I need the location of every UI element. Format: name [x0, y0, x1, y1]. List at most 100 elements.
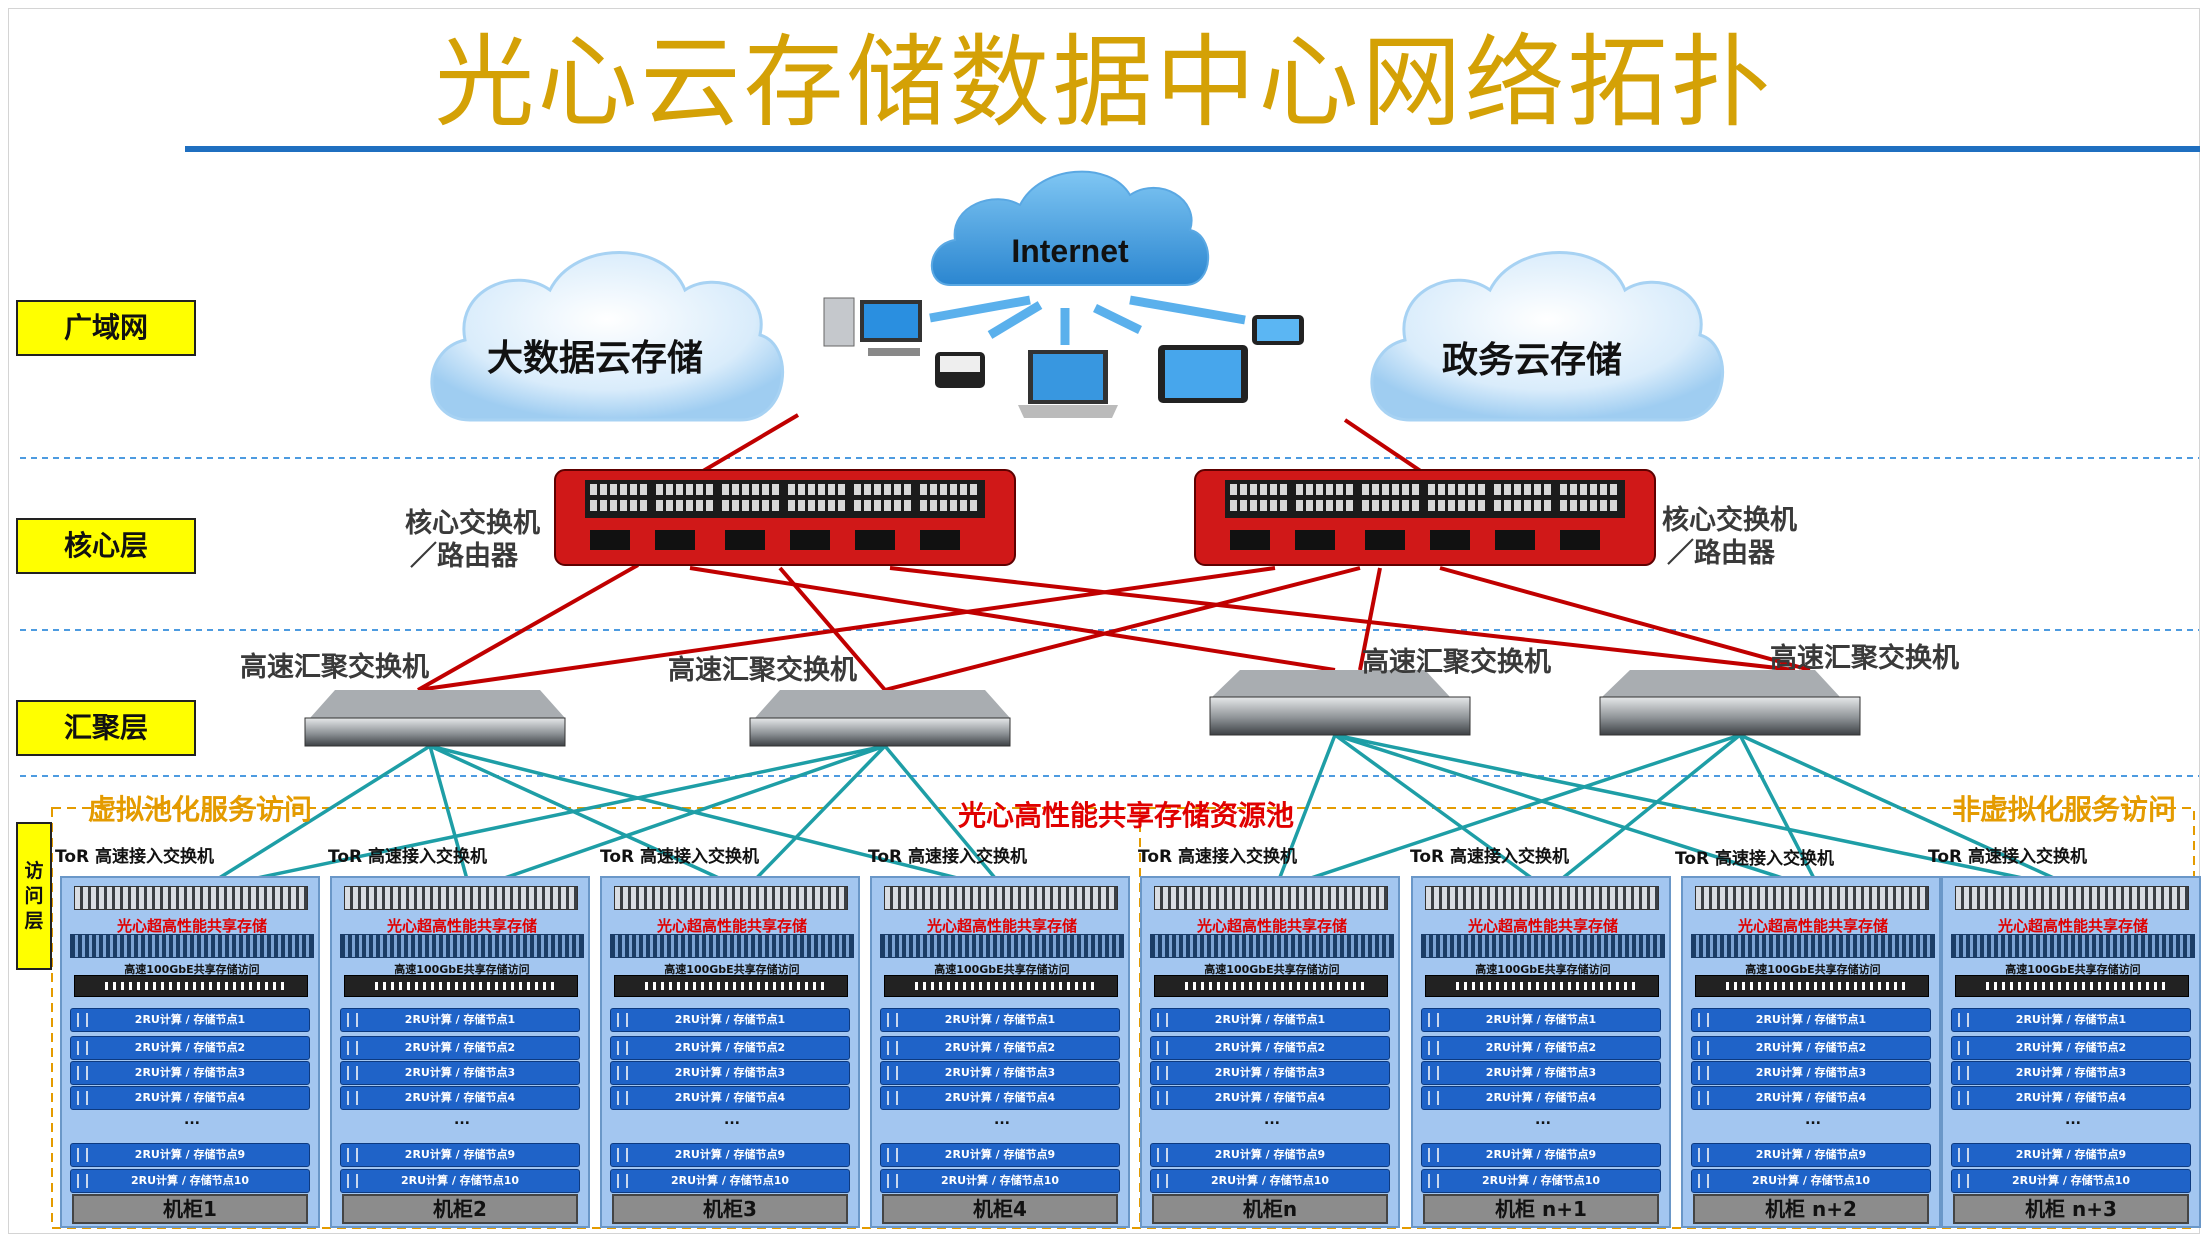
switch-port	[884, 500, 891, 511]
switch-port	[864, 500, 871, 511]
switch-port	[1590, 484, 1597, 495]
title-underline	[185, 146, 2200, 152]
link-core1-agg1	[417, 563, 639, 692]
switch-port	[838, 484, 845, 495]
switch-port	[656, 500, 663, 511]
compute-storage-node: 2RU计算 / 存储节点9	[340, 1143, 580, 1167]
compute-storage-node: 2RU计算 / 存储节点1	[1421, 1008, 1661, 1032]
switch-port	[1534, 500, 1541, 511]
switch-port	[772, 484, 779, 495]
switch-port	[1382, 484, 1389, 495]
core-label-1-line2: ／路由器	[410, 541, 518, 572]
rack-name: 机柜3	[612, 1194, 848, 1224]
switch-port	[620, 484, 627, 495]
switch-port	[1306, 484, 1313, 495]
switch-port	[1458, 484, 1465, 495]
switch-port	[884, 484, 891, 495]
tor-switch	[884, 886, 1118, 910]
compute-storage-node: 2RU计算 / 存储节点10	[610, 1169, 850, 1193]
switch-port	[874, 500, 881, 511]
layer-label-wan: 广域网	[16, 300, 196, 356]
layer-label-core: 核心层	[16, 518, 196, 574]
switch-port	[940, 484, 947, 495]
switch-port	[1570, 500, 1577, 511]
switch-port	[620, 500, 627, 511]
compute-storage-node: 2RU计算 / 存储节点1	[1951, 1008, 2191, 1032]
switch-port	[706, 484, 713, 495]
access-char-3: 层	[24, 909, 44, 932]
link-core2-agg2	[884, 566, 1361, 692]
switch-port	[1382, 500, 1389, 511]
compute-storage-node: 2RU计算 / 存储节点2	[340, 1036, 580, 1060]
compute-storage-node: 2RU计算 / 存储节点10	[1951, 1169, 2191, 1193]
rack-name: 机柜2	[342, 1194, 578, 1224]
switch-port	[1478, 500, 1485, 511]
core-label-1-line1: 核心交换机	[405, 508, 540, 539]
compute-storage-node: 2RU计算 / 存储节点1	[880, 1008, 1120, 1032]
compute-storage-node: 2RU计算 / 存储节点2	[1421, 1036, 1661, 1060]
switch-port	[1316, 484, 1323, 495]
sw100-switch	[884, 975, 1118, 997]
switch-port	[676, 500, 683, 511]
compute-storage-node: 2RU计算 / 存储节点10	[340, 1169, 580, 1193]
tor-label: ToR 高速接入交换机	[1675, 849, 1835, 869]
switch-port	[950, 500, 957, 511]
link-core2-agg1	[417, 566, 1276, 692]
sw100-label: 高速100GbE共享存储访问	[934, 963, 1070, 976]
storage-array	[1421, 934, 1665, 958]
agg-switch-2	[749, 690, 1011, 747]
rack-name: 机柜 n+1	[1423, 1194, 1659, 1224]
access-link	[883, 744, 1007, 892]
compute-storage-node: 2RU计算 / 存储节点4	[1951, 1086, 2191, 1110]
access-link	[469, 744, 886, 892]
switch-port	[1438, 500, 1445, 511]
compute-storage-node: 2RU计算 / 存储节点10	[1421, 1169, 1661, 1193]
switch-port	[788, 500, 795, 511]
access-link	[1739, 733, 2081, 892]
access-link	[1334, 733, 2081, 892]
switch-port	[752, 484, 759, 495]
agg-switch-1	[304, 690, 566, 747]
compute-storage-node: 2RU计算 / 存储节点2	[610, 1036, 850, 1060]
switch-port	[1392, 500, 1399, 511]
switch-port	[696, 484, 703, 495]
link-core2-agg4	[1439, 566, 1811, 672]
access-link	[1333, 733, 1550, 892]
switch-port	[656, 484, 663, 495]
switch-port	[1504, 500, 1511, 511]
switch-port	[1270, 484, 1277, 495]
agg-switch-3	[1209, 670, 1471, 736]
switch-port	[1610, 484, 1617, 495]
agg-label-1: 高速汇聚交换机	[240, 652, 429, 683]
access-links	[199, 733, 2081, 892]
switch-port	[640, 484, 647, 495]
switch-port	[970, 500, 977, 511]
storage-array	[70, 934, 314, 958]
zone-right-title: 非虚拟化服务访问	[1952, 793, 2177, 826]
switch-port	[1230, 484, 1237, 495]
compute-storage-node: 2RU计算 / 存储节点1	[70, 1008, 310, 1032]
switch-port	[950, 484, 957, 495]
switch-port	[798, 500, 805, 511]
tor-switch	[614, 886, 848, 910]
switch-port	[1402, 500, 1409, 511]
switch-port	[752, 500, 759, 511]
node-ellipsis: ...	[1535, 1112, 1551, 1128]
switch-port	[1240, 500, 1247, 511]
rack-name: 机柜n	[1152, 1194, 1388, 1224]
switch-port	[762, 484, 769, 495]
switch-port	[854, 500, 861, 511]
tor-switch	[344, 886, 578, 910]
switch-port	[960, 500, 967, 511]
switch-port	[1468, 484, 1475, 495]
compute-storage-node: 2RU计算 / 存储节点9	[880, 1143, 1120, 1167]
switch-port	[1336, 500, 1343, 511]
pool-label: 光心超高性能共享存储	[656, 917, 807, 935]
switch-port	[1428, 500, 1435, 511]
switch-port	[600, 500, 607, 511]
switch-port	[1412, 500, 1419, 511]
switch-port	[1392, 484, 1399, 495]
switch-port	[1346, 500, 1353, 511]
